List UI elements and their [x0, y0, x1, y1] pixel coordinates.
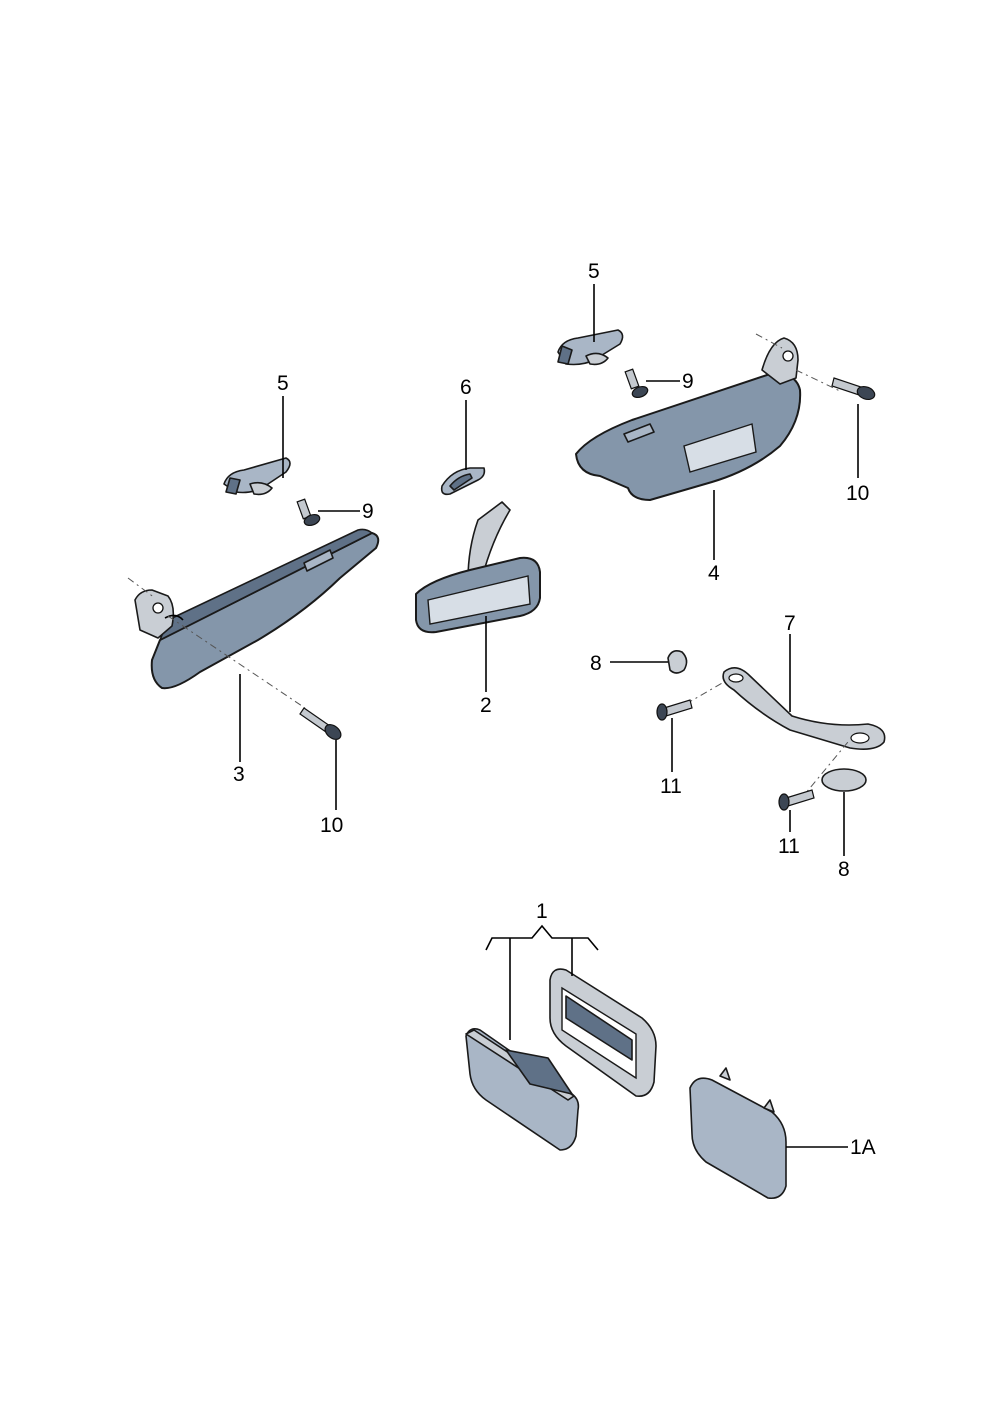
- screw-9-left: [296, 498, 321, 527]
- screw-11-upper: [656, 699, 693, 721]
- mirror-seal-6: [440, 467, 486, 496]
- grab-handle-7: [722, 667, 886, 750]
- screw-10-left: [299, 707, 342, 740]
- label-9-left: 9: [362, 500, 374, 523]
- screw-9-right: [624, 368, 649, 399]
- cap-8-lower: [821, 768, 867, 792]
- label-8-upper: 8: [590, 652, 602, 675]
- label-11-lower: 11: [778, 835, 800, 858]
- label-3: 3: [233, 763, 245, 786]
- rear-view-mirror: [415, 501, 541, 634]
- screw-11-lower: [778, 789, 815, 811]
- box-cover-1A: [689, 1067, 787, 1200]
- label-1: 1: [536, 900, 548, 923]
- box-insert: [465, 1028, 580, 1151]
- label-7: 7: [784, 612, 796, 635]
- label-10-left: 10: [320, 814, 343, 837]
- label-9-right: 9: [682, 370, 694, 393]
- screw-10-right: [831, 377, 876, 401]
- label-5-left: 5: [277, 372, 289, 395]
- label-10-right: 10: [846, 482, 869, 505]
- box-frame: [549, 968, 657, 1098]
- label-1A: 1A: [850, 1136, 876, 1159]
- sun-visor-left: [134, 528, 380, 690]
- label-11-upper: 11: [660, 775, 682, 798]
- visor-clip-left: [223, 457, 291, 496]
- sun-visor-right: [575, 337, 802, 501]
- label-2: 2: [480, 694, 492, 717]
- label-6: 6: [460, 376, 472, 399]
- label-8-lower: 8: [838, 858, 850, 881]
- cap-8-upper: [667, 650, 688, 674]
- label-5-right: 5: [588, 260, 600, 283]
- visor-clip-right: [557, 329, 624, 366]
- leader-lines: [239, 284, 859, 1148]
- label-4: 4: [708, 562, 720, 585]
